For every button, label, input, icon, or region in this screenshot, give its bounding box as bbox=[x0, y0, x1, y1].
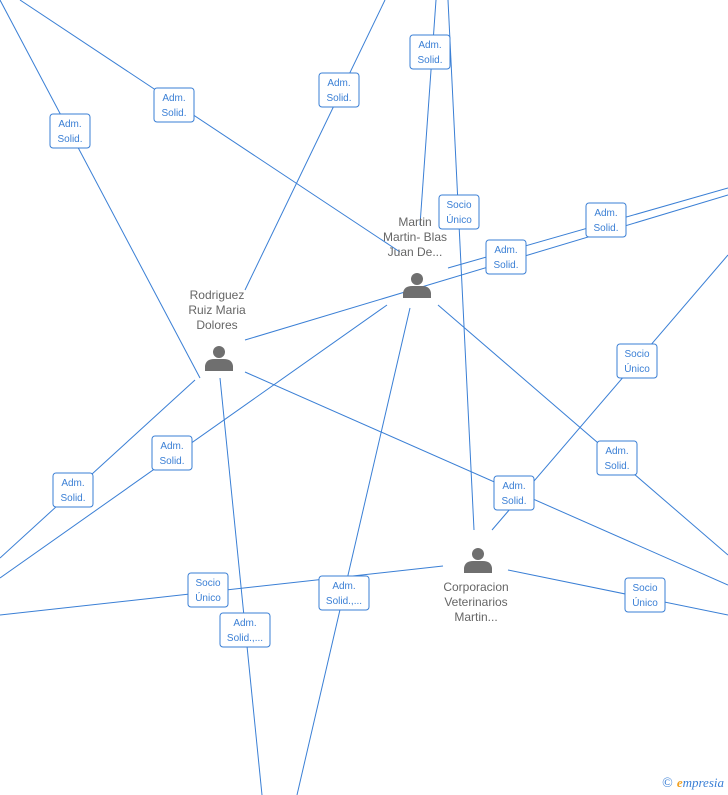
relation-label-text: Socio bbox=[624, 349, 649, 360]
connection-line bbox=[419, 0, 437, 226]
relation-label-text: Adm. bbox=[327, 78, 350, 89]
relation-label-text: Solid. bbox=[159, 456, 184, 467]
copyright-symbol: © bbox=[662, 776, 673, 791]
relation-label-text: Solid. bbox=[57, 134, 82, 145]
relation-label-text: Solid. bbox=[604, 461, 629, 472]
relation-label-text: Adm. bbox=[605, 446, 628, 457]
person-name: Ruiz Maria bbox=[188, 303, 246, 317]
relation-label[interactable]: Adm. Solid. bbox=[485, 239, 527, 275]
relation-label-text: Adm. bbox=[58, 119, 81, 130]
relation-label-text: Único bbox=[624, 362, 650, 375]
connection-line bbox=[19, 0, 401, 253]
connection-line bbox=[507, 569, 728, 616]
relation-label-text: Adm. bbox=[160, 441, 183, 452]
relation-label-text: Adm. bbox=[332, 581, 355, 592]
relation-label[interactable]: Adm. Solid. bbox=[153, 87, 195, 123]
person-name: Martin- Blas bbox=[383, 230, 447, 244]
connection-line bbox=[219, 377, 263, 795]
connection-line bbox=[244, 0, 386, 291]
person-name: Corporacion bbox=[443, 580, 508, 594]
connection-line bbox=[244, 371, 728, 586]
person-icon bbox=[464, 548, 492, 573]
relation-label-text: Adm. bbox=[594, 208, 617, 219]
relation-label-text: Solid. bbox=[493, 260, 518, 271]
relation-label-text: Único bbox=[446, 213, 472, 226]
brand-name: mpresia bbox=[682, 775, 724, 790]
person-icon bbox=[403, 273, 431, 298]
relation-label-text: Adm. bbox=[233, 618, 256, 629]
relation-label-text: Solid.,... bbox=[326, 596, 362, 607]
connection-line bbox=[0, 0, 201, 379]
relation-label-text: Socio bbox=[446, 200, 471, 211]
connection-line bbox=[447, 0, 475, 531]
relation-label-text: Único bbox=[632, 596, 658, 609]
relation-label-text: Solid.,... bbox=[227, 633, 263, 644]
relation-label-text: Único bbox=[195, 591, 221, 604]
relation-label-text: Adm. bbox=[494, 245, 517, 256]
relation-label-text: Adm. bbox=[418, 40, 441, 51]
relation-label-text: Solid. bbox=[161, 108, 186, 119]
relation-label[interactable]: Adm. Solid. bbox=[49, 113, 91, 149]
empresia-logo[interactable]: ©empresia bbox=[662, 775, 724, 792]
person-name: Martin bbox=[398, 215, 431, 229]
relation-label[interactable]: Adm. Solid. bbox=[151, 435, 193, 471]
relation-label-text: Socio bbox=[632, 583, 657, 594]
connection-line bbox=[437, 304, 728, 556]
person-name: Juan De... bbox=[388, 245, 443, 259]
relation-label-text: Solid. bbox=[60, 493, 85, 504]
person-icon bbox=[205, 346, 233, 371]
person-node-corporacion[interactable]: CorporacionVeterinariosMartin... bbox=[443, 548, 509, 624]
connection-line bbox=[0, 379, 196, 559]
relation-label[interactable]: Adm. Solid.,... bbox=[219, 612, 271, 648]
person-name: Rodriguez bbox=[190, 288, 245, 302]
relation-label[interactable]: Adm. Solid. bbox=[52, 472, 94, 508]
relation-label-text: Solid. bbox=[326, 93, 351, 104]
relation-label[interactable]: Adm. Solid. bbox=[585, 202, 627, 238]
relation-label[interactable]: Adm. Solid.,... bbox=[318, 575, 370, 611]
relation-label-text: Solid. bbox=[593, 223, 618, 234]
relation-label-text: Socio bbox=[195, 578, 220, 589]
person-name: Veterinarios bbox=[444, 595, 507, 609]
brand-letter-e: e bbox=[676, 775, 683, 790]
relation-label[interactable]: Adm. Solid. bbox=[596, 440, 638, 476]
relation-label[interactable]: Adm. Solid. bbox=[318, 72, 360, 108]
connection-line bbox=[296, 307, 411, 795]
relation-label[interactable]: Adm. Solid. bbox=[493, 475, 535, 511]
person-name: Dolores bbox=[196, 318, 237, 332]
relation-label-text: Solid. bbox=[501, 496, 526, 507]
person-name: Martin... bbox=[454, 610, 497, 624]
relation-label-text: Adm. bbox=[162, 93, 185, 104]
relation-label-text: Adm. bbox=[502, 481, 525, 492]
relation-label-text: Adm. bbox=[61, 478, 84, 489]
relation-label-text: Solid. bbox=[417, 55, 442, 66]
connection-line bbox=[0, 304, 388, 579]
relation-label[interactable]: Adm. Solid. bbox=[409, 34, 451, 70]
